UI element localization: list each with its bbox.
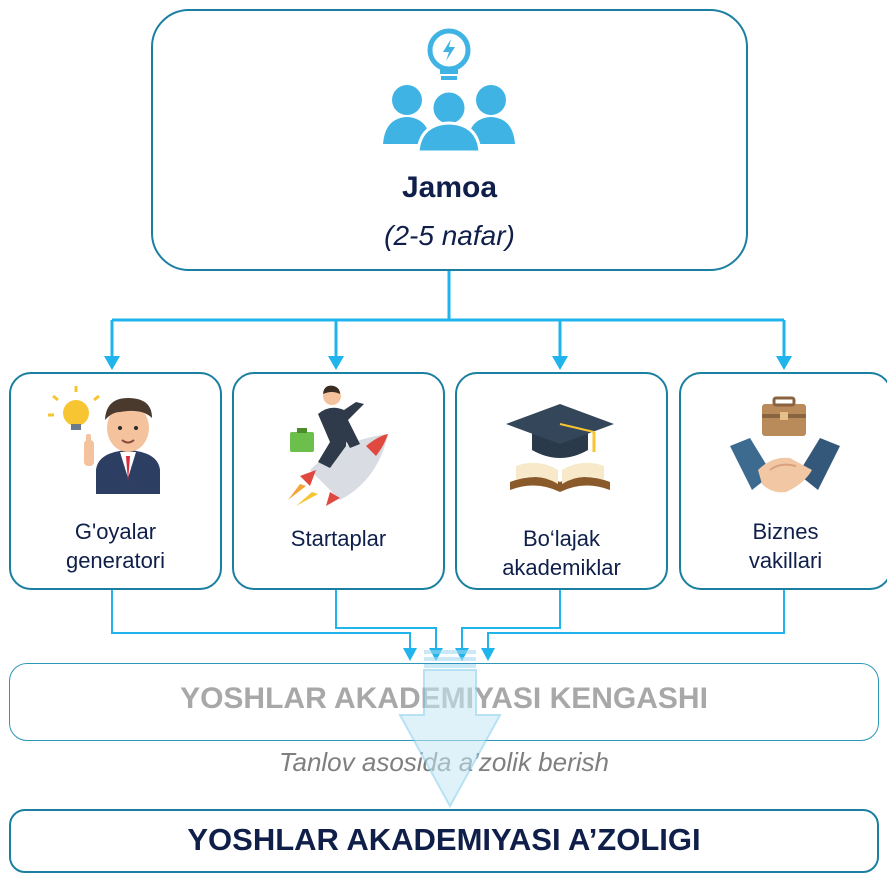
arrowhead-down-1 bbox=[429, 648, 443, 661]
card-label-startups: Startaplar bbox=[232, 524, 445, 553]
arrowhead-card-0 bbox=[104, 356, 120, 370]
card-label-line1: Bo‘lajak bbox=[522, 526, 601, 551]
card-label-line2: generatori bbox=[65, 548, 166, 573]
arrowhead-down-0 bbox=[403, 648, 417, 661]
card-label-line2: akademiklar bbox=[502, 555, 621, 580]
team-subtitle: (2-5 nafar) bbox=[384, 220, 515, 251]
team-title: Jamoa bbox=[401, 171, 498, 204]
council-note: Tanlov asosida a’zolik berish bbox=[278, 747, 609, 777]
arrowhead-down-3 bbox=[481, 648, 495, 661]
card-label-line2: vakillari bbox=[748, 548, 823, 573]
card-label-line1: Biznes bbox=[752, 519, 819, 544]
card-label-business-representatives: Biznes vakillari bbox=[679, 517, 887, 575]
card-startups bbox=[232, 372, 445, 590]
arrowhead-card-3 bbox=[776, 356, 792, 370]
card-label-line1: Startaplar bbox=[290, 526, 387, 551]
council-title: YOSHLAR AKADEMIYASI KENGASHI bbox=[180, 682, 708, 715]
membership-title: YOSHLAR AKADEMIYASI A’ZOLIGI bbox=[187, 822, 701, 857]
connector-down-1 bbox=[335, 590, 437, 652]
arrowhead-card-2 bbox=[552, 356, 568, 370]
card-label-idea-generators: G'oyalar generatori bbox=[9, 517, 222, 575]
connector-down-0 bbox=[111, 590, 411, 652]
arrowhead-card-1 bbox=[328, 356, 344, 370]
card-label-future-academics: Bo‘lajak akademiklar bbox=[455, 524, 668, 582]
connector-down-2 bbox=[461, 590, 561, 652]
card-label-line1: G'oyalar bbox=[74, 519, 157, 544]
arrowhead-down-2 bbox=[455, 648, 469, 661]
connector-down-3 bbox=[487, 590, 785, 652]
membership-box bbox=[9, 809, 879, 873]
